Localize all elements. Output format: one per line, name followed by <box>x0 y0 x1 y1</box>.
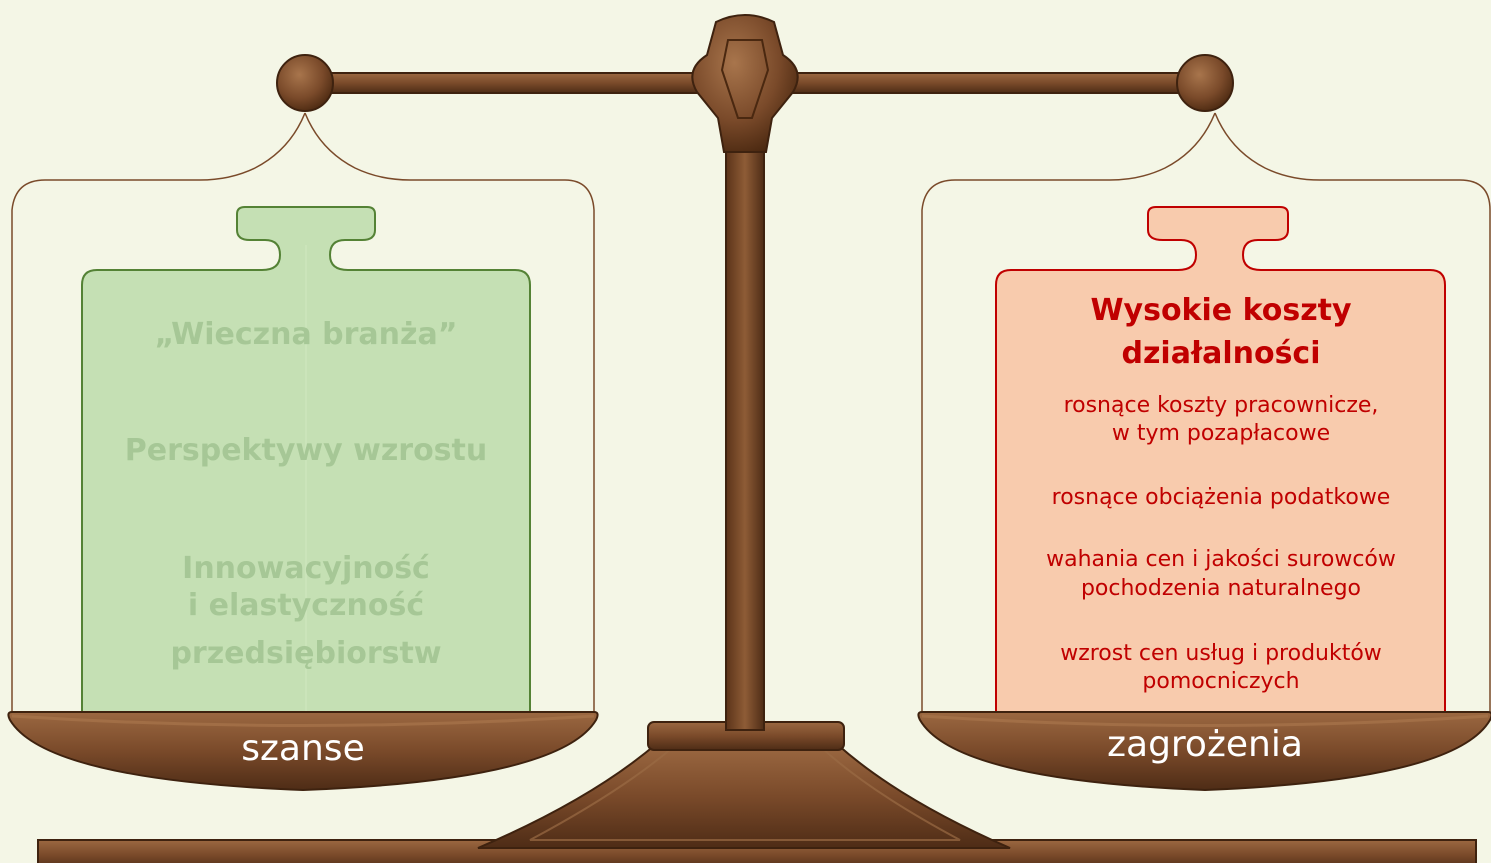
right-title-line1: Wysokie koszty <box>1090 293 1352 328</box>
right-item-4a: wzrost cen usług i produktów <box>1060 641 1382 666</box>
left-item-3a: Innowacyjność <box>182 551 430 586</box>
right-item-4b: pomocniczych <box>1142 669 1300 694</box>
right-pan-hanger <box>921 112 1216 720</box>
right-beam-knob <box>1176 54 1234 112</box>
left-item-3b: i elastyczność <box>187 588 425 623</box>
left-pan-label: szanse <box>241 728 365 769</box>
right-item-3b: pochodzenia naturalnego <box>1080 576 1362 601</box>
left-beam-knob <box>276 54 334 112</box>
left-pan-hanger <box>11 112 306 720</box>
scale-pillar <box>725 129 765 731</box>
scale-crown <box>691 14 799 153</box>
left-item-2: Perspektywy wzrostu <box>124 433 488 468</box>
right-pan <box>917 711 1491 792</box>
right-pan-label: zagrożenia <box>1107 724 1303 765</box>
scale-base-stand <box>477 744 1011 849</box>
left-item-1: „Wieczna branża” <box>154 317 458 352</box>
left-pan <box>7 711 599 792</box>
right-item-2: rosnące obciążenia podatkowe <box>1051 485 1391 510</box>
right-title-line2: działalności <box>1121 336 1321 371</box>
right-item-3a: wahania cen i jakości surowców <box>1046 547 1396 572</box>
right-weight <box>995 206 1446 716</box>
left-item-3c: przedsiębiorstw <box>170 636 442 671</box>
right-item-1b: w tym pozapłacowe <box>1111 421 1331 446</box>
right-item-1a: rosnące koszty pracownicze, <box>1063 393 1379 418</box>
